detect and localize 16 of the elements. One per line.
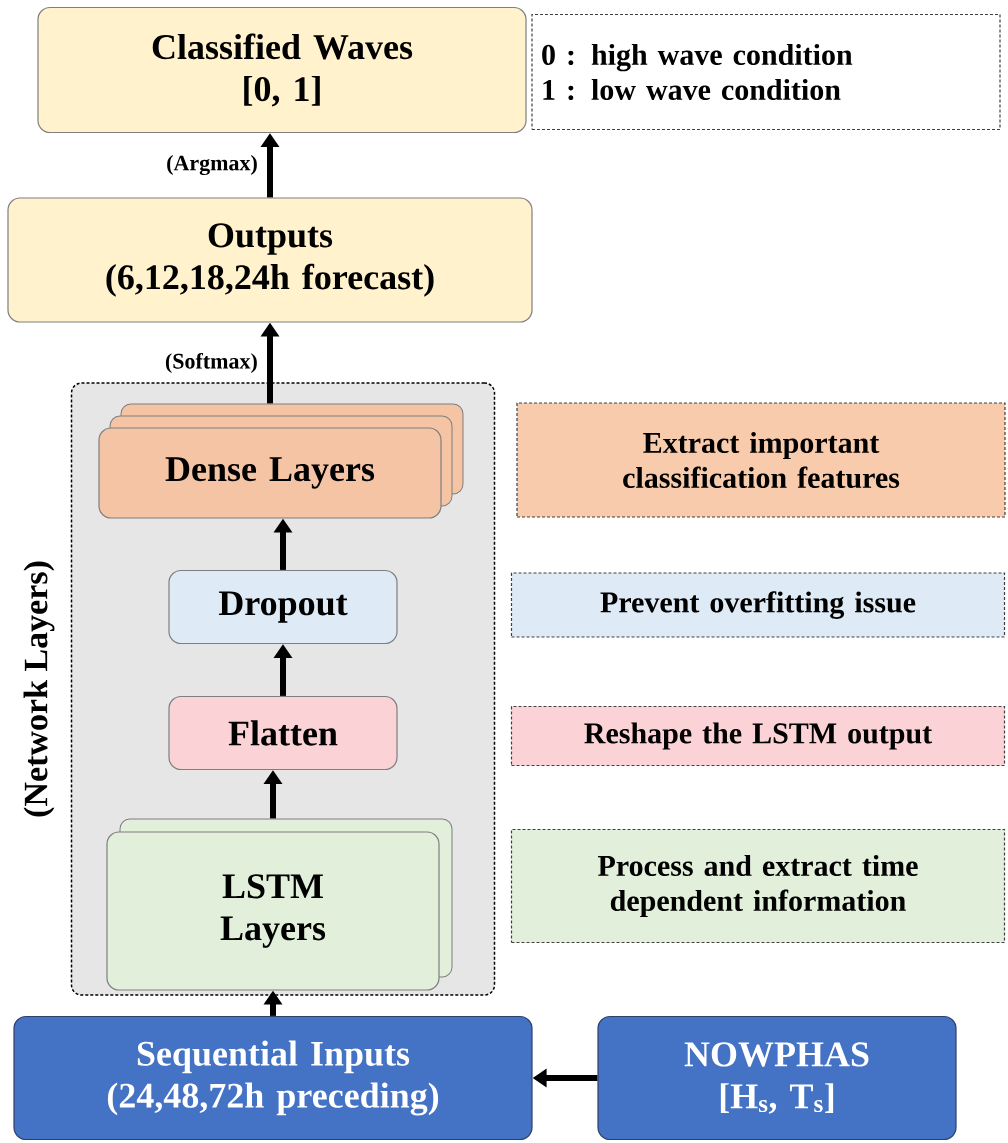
output-box: Outputs (6,12,18,24h forecast): [7, 197, 533, 323]
layer-stack: LSTM Layers: [106, 818, 453, 991]
note-box: Extract important classification features: [516, 402, 1006, 518]
layer-box: Flatten: [168, 695, 398, 771]
note-box: Prevent overfitting issue: [510, 572, 1006, 638]
edge-label: (Argmax): [164, 152, 260, 178]
key-box: 0 : high wave condition 1 : low wave condition: [531, 13, 1001, 131]
layer-stack: Dense Layers: [98, 403, 464, 519]
node-label: (Network Layers): [23, 561, 55, 817]
input-box: Sequential Inputs (24,48,72h preceding): [13, 1015, 533, 1141]
edge-label: (Softmax): [162, 350, 260, 376]
input-box: NOWPHAS [H$_{s}$, T$_{s}$]: [597, 1015, 957, 1141]
layer-box: Dropout: [168, 569, 398, 645]
note-box: Process and extract time dependent information: [510, 828, 1006, 944]
note-box: Reshape the LSTM output: [510, 705, 1006, 767]
output-box: Classified Waves [0, 1]: [37, 6, 527, 134]
